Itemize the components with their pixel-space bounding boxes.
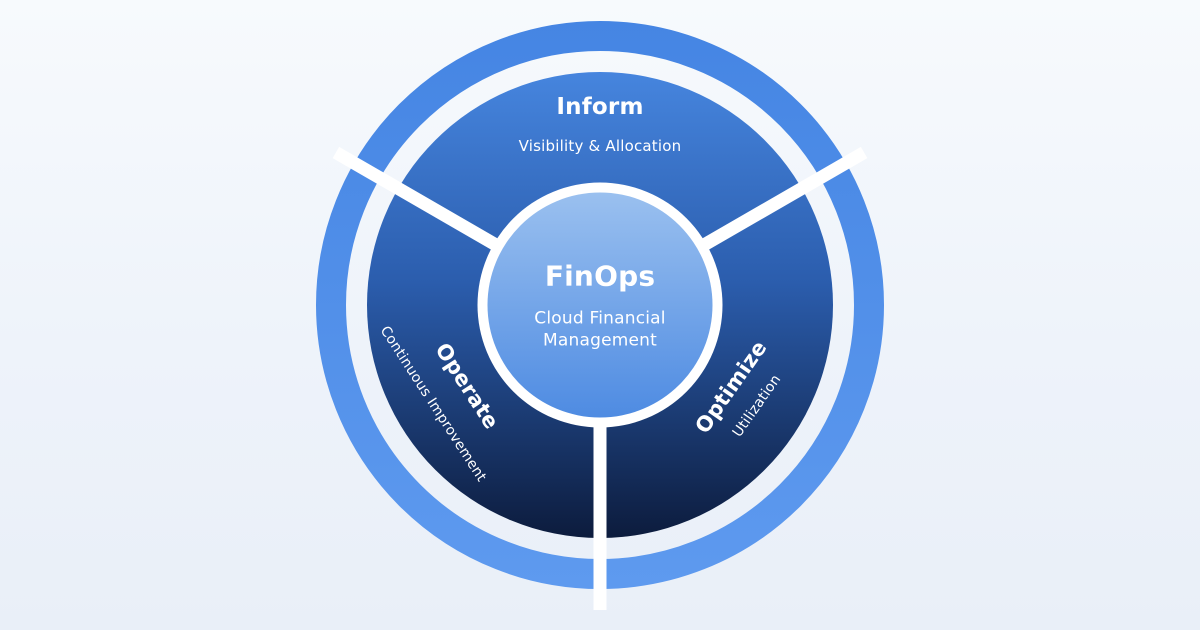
- divider-top-right: [683, 146, 868, 261]
- segment-dividers: [332, 146, 868, 610]
- center-title: FinOps: [544, 259, 656, 293]
- divider-top-left: [332, 146, 517, 261]
- segment-sublabel-inform: Visibility & Allocation: [518, 137, 682, 155]
- center-circle: [487, 192, 713, 418]
- segment-label-inform: Inform: [556, 94, 644, 120]
- center-subtitle: Cloud Financial Management: [534, 308, 666, 351]
